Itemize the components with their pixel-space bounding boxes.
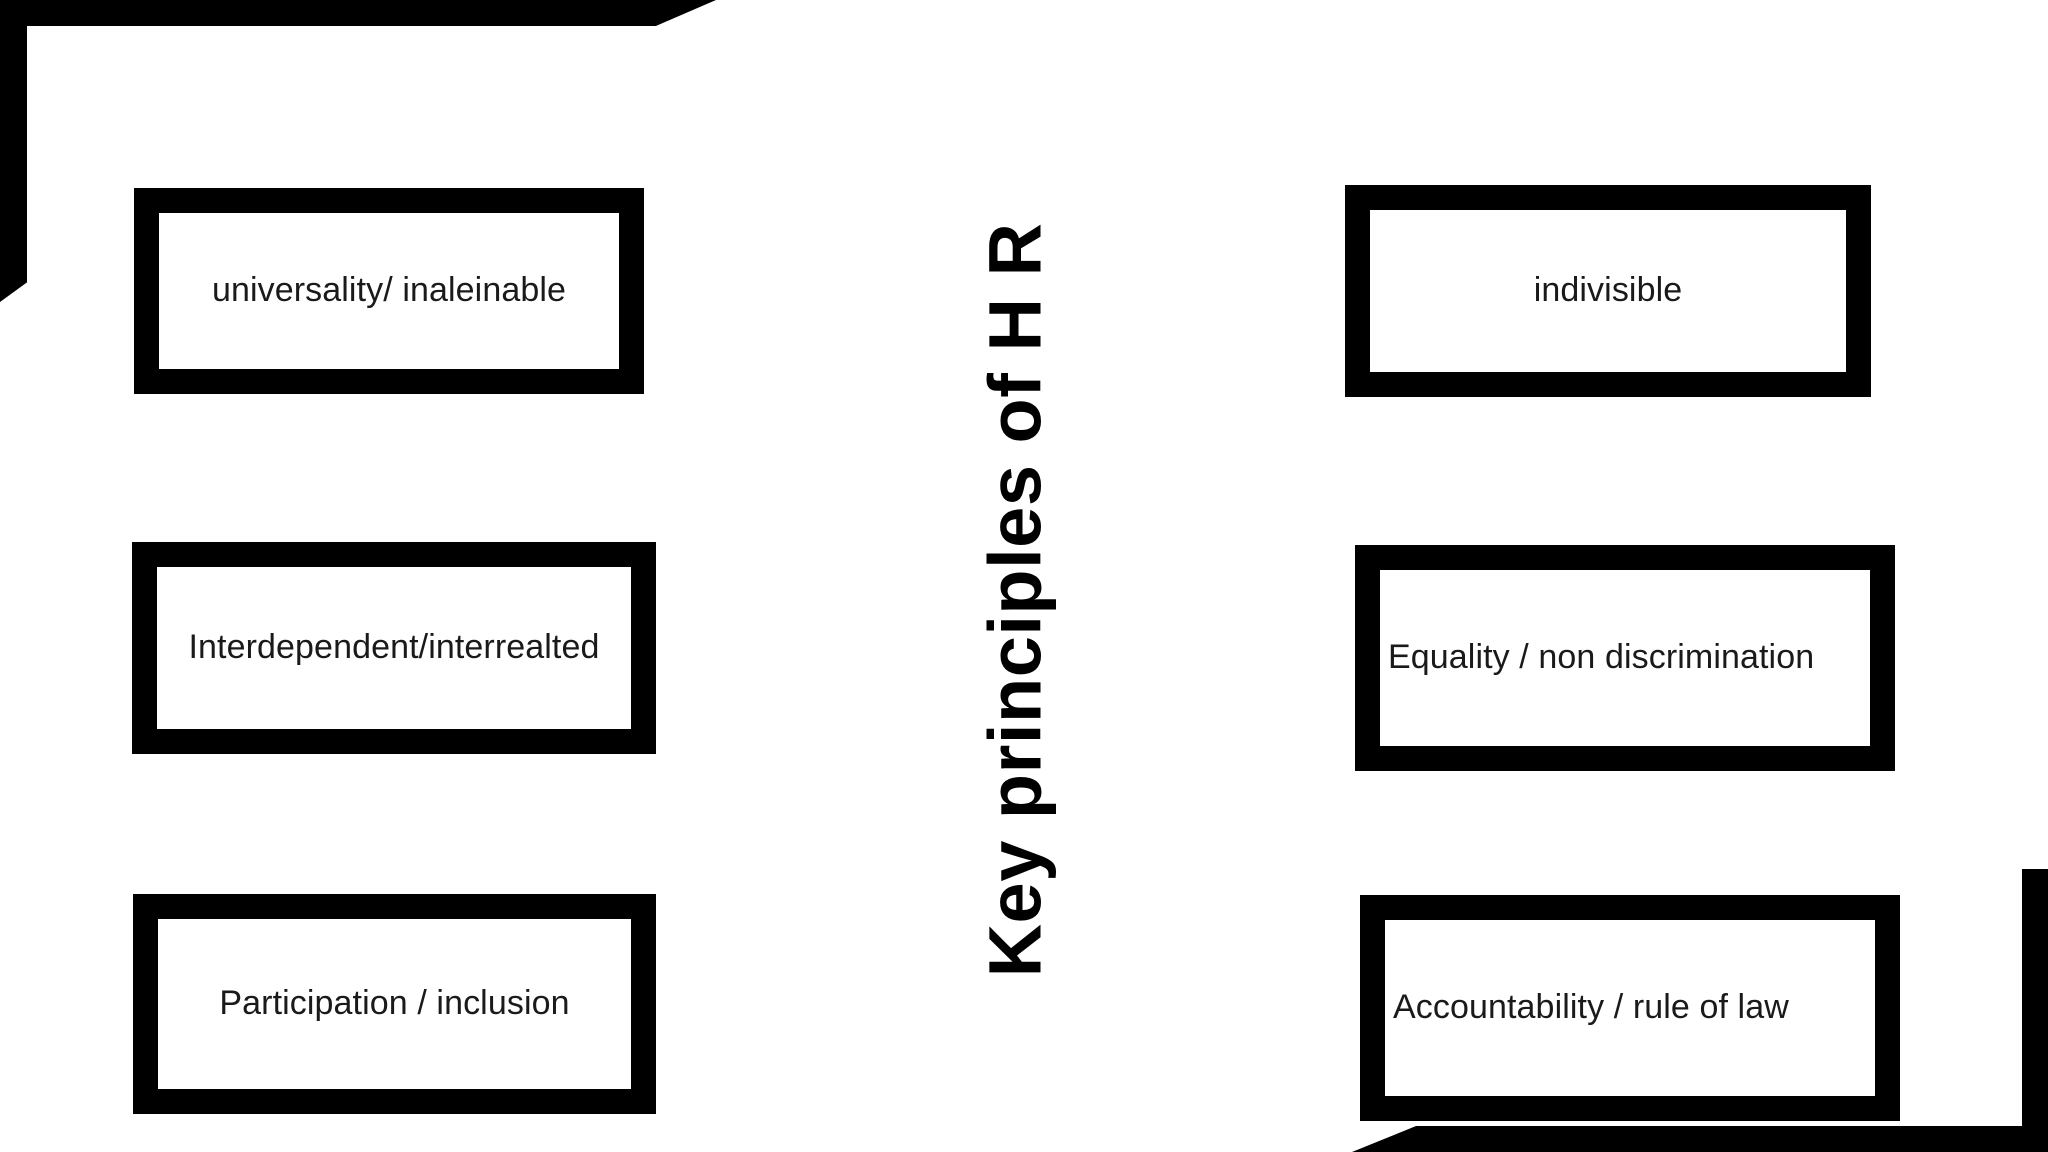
principle-label: indivisible [1533,271,1683,310]
principle-label: universality/ inaleinable [211,271,567,310]
principle-label: Accountability / rule of law [1393,988,1789,1027]
decoration-right-bar [2022,869,2048,1152]
page-title: Key principles of H R [973,222,1057,978]
principle-box-equality[interactable]: Equality / non discrimination [1355,545,1895,771]
principle-label: Participation / inclusion [219,984,570,1023]
principle-label: Interdependent/interrealted [188,628,600,667]
principle-box-participation[interactable]: Participation / inclusion [133,894,656,1114]
principle-box-accountability[interactable]: Accountability / rule of law [1360,895,1900,1121]
principle-box-universality[interactable]: universality/ inaleinable [134,188,644,394]
decoration-left-bar [0,0,27,302]
decoration-bottom-bar [1352,1126,2048,1152]
principle-box-indivisible[interactable]: indivisible [1345,185,1871,397]
principle-box-interdependent[interactable]: Interdependent/interrealted [132,542,656,754]
principle-label: Equality / non discrimination [1388,638,1815,677]
decoration-top-bar [0,0,716,26]
